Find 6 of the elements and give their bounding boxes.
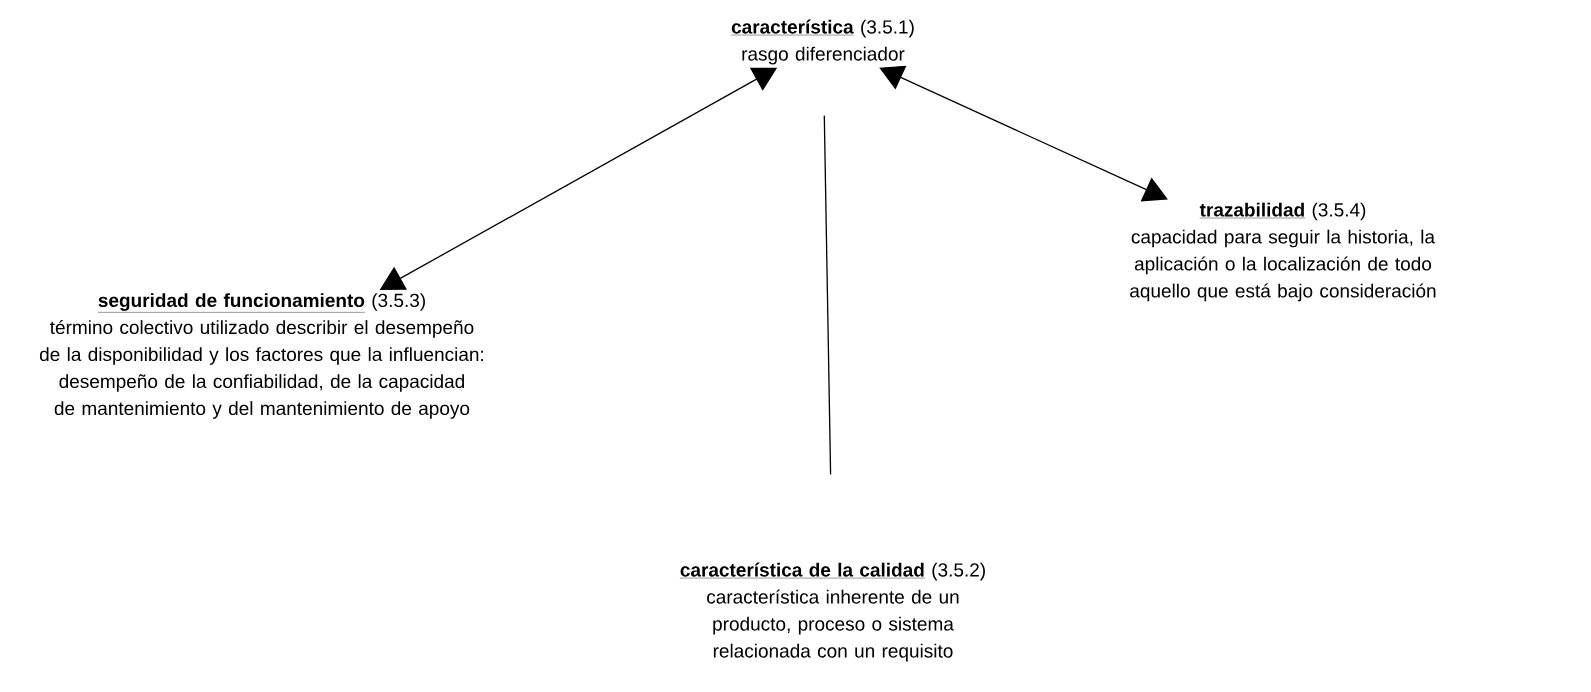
arrow	[879, 65, 1168, 202]
term-definition: característica (3.5.1) rasgo diferenciador	[730, 19, 914, 65]
term-definition: característica de la calidad (3.5.2) característica inherente de un producto, proceso o sistema relacionada con un requisito	[679, 562, 985, 662]
connector-line	[823, 114, 832, 475]
term-definition: trazabilidad (3.5.4) capacidad para seguir la historia, la aplicación o la localización de todo aquello que está bajo consideración	[1130, 202, 1436, 302]
term-definition: seguridad de funcionamiento (3.5.3) término colectivo utilizado describir el desempeño de la disponibilidad y los factores que la influencian: desempeño de la confiabilidad, de la capacidad de mantenimiento y del mantenimiento de apoyo	[39, 293, 483, 419]
